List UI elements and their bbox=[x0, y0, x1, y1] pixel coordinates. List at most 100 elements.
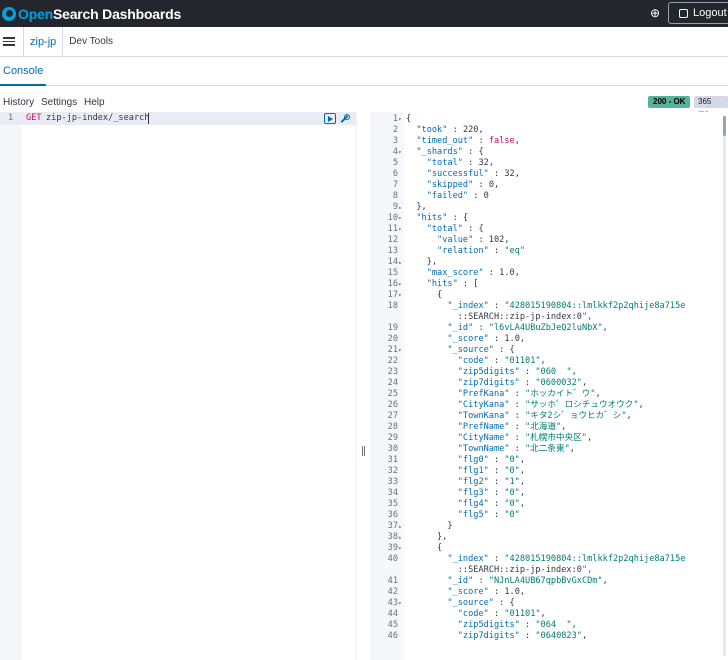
editor-gutter bbox=[0, 112, 22, 660]
output-line-text: "_shards" : { bbox=[416, 147, 484, 157]
fold-toggle-icon[interactable]: ▾ bbox=[398, 149, 402, 156]
output-line-number: 24 bbox=[387, 378, 398, 388]
output-line-text: "PrefName" : "北海道", bbox=[457, 422, 567, 432]
output-line: 9▴ }, bbox=[370, 202, 728, 213]
output-line-number: 4 bbox=[392, 147, 398, 157]
output-line: 27 "TownKana" : "キタ2シ゛ョウヒカ゛シ", bbox=[370, 411, 728, 422]
output-line: 2 "took" : 220, bbox=[370, 125, 728, 136]
breadcrumb-space[interactable]: zip-jp bbox=[30, 35, 57, 48]
output-line: 44 "code" : "01101", bbox=[370, 609, 728, 620]
hamburger-icon[interactable] bbox=[3, 37, 15, 46]
output-line: ::SEARCH::zip-jp-index:0", bbox=[370, 565, 728, 576]
output-line-number: 7 bbox=[392, 180, 398, 190]
output-line-text: "_index" : "428015190804::lmlkkf2p2qhije… bbox=[447, 301, 686, 311]
logo-text-open: Open bbox=[18, 5, 53, 22]
output-line-text: "zip5digits" : "060 ", bbox=[457, 367, 577, 377]
output-line: 18 "_index" : "428015190804::lmlkkf2p2qh… bbox=[370, 301, 728, 312]
fold-toggle-icon[interactable]: ▾ bbox=[398, 215, 402, 222]
output-line-text: "zip5digits" : "064 ", bbox=[457, 620, 577, 630]
output-line-text: "_id" : "NJnLA4UB67qpbBvGxCDm", bbox=[447, 576, 608, 586]
output-line-text: "flg5" : "0" bbox=[457, 510, 520, 520]
output-line-number: 9 bbox=[392, 202, 398, 212]
output-line-text: "_source" : { bbox=[447, 598, 515, 608]
active-request-line[interactable] bbox=[0, 112, 356, 125]
output-line: 42 "_score" : 1.0, bbox=[370, 587, 728, 598]
output-line-number: 28 bbox=[387, 422, 398, 432]
output-line: 35 "flg4" : "0", bbox=[370, 499, 728, 510]
logo-text: OpenSearch Dashboards bbox=[18, 6, 181, 22]
output-line: 36 "flg5" : "0" bbox=[370, 510, 728, 521]
output-line-number: 2 bbox=[392, 125, 398, 135]
opensearch-logo-icon bbox=[2, 6, 16, 21]
output-line: 19 "_id" : "l6vLA4UBuZbJeQ2luNbX", bbox=[370, 323, 728, 334]
output-line-text: "value" : 102, bbox=[437, 235, 510, 245]
output-line-number: 44 bbox=[387, 609, 398, 619]
help-link[interactable]: Help bbox=[84, 97, 105, 108]
output-line: 28 "PrefName" : "北海道", bbox=[370, 422, 728, 433]
output-line-text: "hits" : { bbox=[416, 213, 469, 223]
user-icon bbox=[679, 8, 688, 18]
history-link[interactable]: History bbox=[3, 97, 35, 108]
output-line-number: 6 bbox=[392, 169, 398, 179]
output-line: 1▾{ bbox=[370, 114, 728, 125]
logout-button[interactable]: Logout bbox=[668, 2, 728, 24]
output-line: 45 "zip5digits" : "064 ", bbox=[370, 620, 728, 631]
output-line-number: 42 bbox=[387, 587, 398, 597]
output-line: 32 "flg1" : "0", bbox=[370, 466, 728, 477]
output-line-text: "PrefKana" : "ホッカイト゛ウ", bbox=[457, 389, 601, 399]
output-line: 17▾ { bbox=[370, 290, 728, 301]
output-line-text: "code" : "01101", bbox=[457, 356, 546, 366]
output-line-text: "failed" : 0 bbox=[426, 191, 489, 201]
output-line: 4▾ "_shards" : { bbox=[370, 147, 728, 158]
fold-toggle-icon[interactable]: ▾ bbox=[398, 600, 402, 607]
output-line-number: 22 bbox=[387, 356, 398, 366]
output-line-text: "code" : "01101", bbox=[457, 609, 546, 619]
opensearch-logo[interactable]: OpenSearch Dashboards bbox=[2, 0, 181, 27]
output-line: 37▴ } bbox=[370, 521, 728, 532]
fold-toggle-icon[interactable]: ▾ bbox=[398, 545, 402, 552]
output-line: 16▾ "hits" : [ bbox=[370, 279, 728, 290]
fold-toggle-icon[interactable]: ▴ bbox=[398, 523, 402, 530]
output-line-number: 1 bbox=[392, 114, 398, 124]
fold-toggle-icon[interactable]: ▾ bbox=[398, 226, 402, 233]
tab-console[interactable]: Console bbox=[3, 65, 44, 77]
help-icon[interactable]: ⊕ bbox=[649, 6, 661, 20]
settings-link[interactable]: Settings bbox=[41, 97, 78, 108]
output-line: 30 "TownName" : "北二条東", bbox=[370, 444, 728, 455]
fold-toggle-icon[interactable]: ▾ bbox=[398, 292, 402, 299]
fold-toggle-icon[interactable]: ▴ bbox=[398, 259, 402, 266]
output-line-number: 14 bbox=[387, 257, 398, 267]
wrench-icon[interactable] bbox=[339, 113, 350, 124]
output-line: 31 "flg0" : "0", bbox=[370, 455, 728, 466]
output-line-text: { bbox=[406, 290, 443, 300]
output-line-text: "_score" : 1.0, bbox=[447, 587, 526, 597]
fold-toggle-icon[interactable]: ▾ bbox=[398, 116, 402, 123]
output-line: 46 "zip7digits" : "0640823", bbox=[370, 631, 728, 642]
output-line-text: "zip7digits" : "0640823", bbox=[457, 631, 588, 641]
output-line-text: "total" : { bbox=[426, 224, 484, 234]
output-line-number: 15 bbox=[387, 268, 398, 278]
output-line-text: "skipped" : 0, bbox=[426, 180, 500, 190]
output-line-text: "_score" : 1.0, bbox=[447, 334, 526, 344]
output-line-text: }, bbox=[406, 532, 448, 542]
drag-handle-icon[interactable] bbox=[362, 446, 366, 456]
fold-toggle-icon[interactable]: ▾ bbox=[398, 281, 402, 288]
output-line-number: 23 bbox=[387, 367, 398, 377]
output-line-number: 3 bbox=[392, 136, 398, 146]
output-line-number: 5 bbox=[392, 158, 398, 168]
response-time-badge: 365 ms bbox=[694, 96, 728, 118]
play-icon[interactable] bbox=[324, 113, 336, 124]
fold-toggle-icon[interactable]: ▴ bbox=[398, 534, 402, 541]
output-line-number: 43 bbox=[387, 598, 398, 608]
response-output[interactable]: 1▾{2 "took" : 220,3 "timed_out" : false,… bbox=[370, 112, 728, 660]
tab-bar: Console bbox=[0, 57, 728, 86]
output-line-text: "TownName" : "北二条東", bbox=[457, 444, 575, 454]
request-editor[interactable]: 1 GET zip-jp-index/_search bbox=[0, 112, 356, 660]
output-line-text: ::SEARCH::zip-jp-index:0", bbox=[406, 312, 593, 322]
pane-resizer[interactable] bbox=[356, 112, 370, 660]
fold-toggle-icon[interactable]: ▾ bbox=[398, 347, 402, 354]
output-scroll-thumb[interactable] bbox=[723, 116, 726, 136]
output-line: 34 "flg3" : "0", bbox=[370, 488, 728, 499]
fold-toggle-icon[interactable]: ▴ bbox=[398, 204, 402, 211]
output-scrollbar[interactable] bbox=[723, 116, 726, 656]
